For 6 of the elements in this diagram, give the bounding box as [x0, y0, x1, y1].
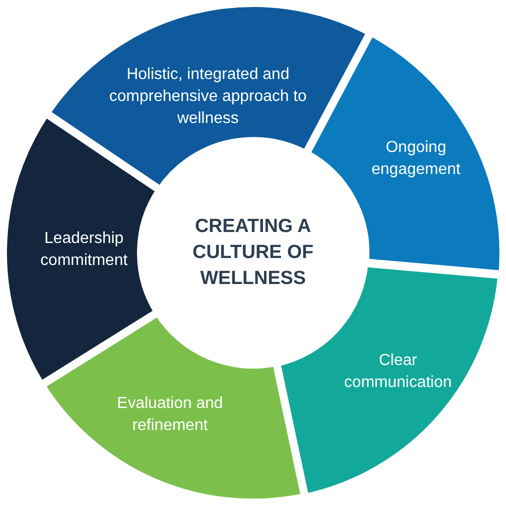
center-title: CREATING A CULTURE OF WELLNESS	[191, 215, 315, 291]
segment-label: Clear communication	[343, 350, 453, 393]
segment-label: Leadership commitment	[39, 228, 129, 271]
segment-label: Evaluation and refinement	[116, 394, 224, 436]
segment-label: Ongoing engagement	[370, 138, 462, 180]
segment-label: Holistic, integrated and comprehensive approach to wellness	[108, 64, 308, 129]
